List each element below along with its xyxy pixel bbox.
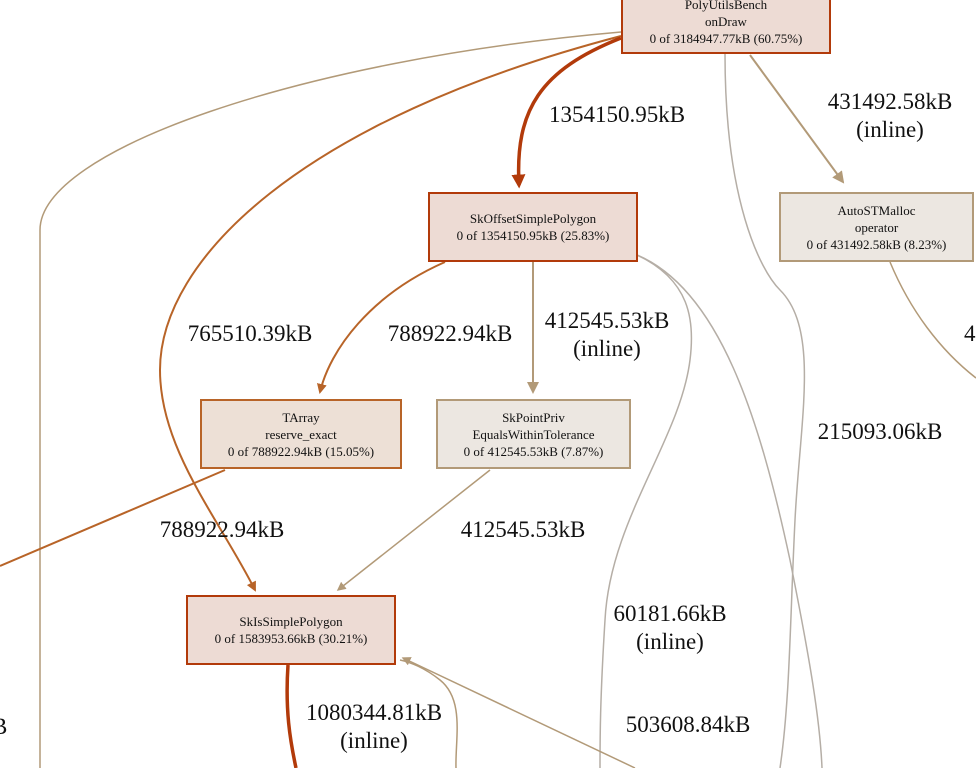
node-ondraw[interactable]: PolyUtilsBench onDraw 0 of 3184947.77kB … [621, 0, 831, 54]
node-pointpriv-name: SkPointPriv [502, 409, 565, 425]
edge-label-offset-down: 60181.66kB(inline) [613, 601, 727, 654]
node-tarray-name: TArray [282, 409, 320, 425]
edge-malloc-right [889, 261, 976, 379]
node-malloc-name: AutoSTMalloc [837, 202, 916, 218]
node-autostmalloc[interactable]: AutoSTMalloc operator 0 of 431492.58kB (… [779, 192, 974, 262]
edge-ondraw-offset [511, 36, 622, 189]
edge-label-ondraw-down: 215093.06kB [817, 419, 943, 444]
node-offset-stats: 0 of 1354150.95kB (25.83%) [456, 228, 610, 243]
node-tarray[interactable]: TArray reserve_exact 0 of 788922.94kB (1… [200, 399, 402, 469]
edge-tarray-left [0, 469, 226, 567]
edge-label-into-issimple: 503608.84kB [625, 712, 751, 737]
edge-label-issimple-down: 1080344.81kB(inline) [305, 700, 443, 753]
node-malloc-func: operator [854, 219, 899, 235]
edge-label-ondraw-offset: 1354150.95kB [548, 102, 686, 127]
edge-ondraw-issimple [158, 35, 622, 592]
edge-label-offset-tarray: 788922.94kB [387, 321, 513, 346]
edge-label-left-partial: B [0, 713, 7, 741]
node-ondraw-name: PolyUtilsBench [684, 0, 768, 12]
edge-offset-down [599, 254, 693, 768]
node-skoffsetsimplepolygon[interactable]: SkOffsetSimplePolygon 0 of 1354150.95kB … [428, 192, 638, 262]
edge-label-ondraw-issimple: 765510.39kB [187, 321, 313, 346]
node-tarray-stats: 0 of 788922.94kB (15.05%) [227, 443, 375, 459]
node-pointpriv-stats: 0 of 412545.53kB (7.87%) [463, 443, 604, 459]
node-ondraw-stats: 0 of 3184947.77kB (60.75%) [649, 30, 803, 46]
node-ondraw-func: onDraw [705, 13, 747, 29]
node-skissimplepolygon[interactable]: SkIsSimplePolygon 0 of 1583953.66kB (30.… [186, 595, 396, 665]
node-malloc-stats: 0 of 431492.58kB (8.23%) [806, 236, 947, 252]
edge-label-tarray-left: 788922.94kB [159, 517, 285, 542]
node-offset-name: SkOffsetSimplePolygon [469, 211, 597, 226]
edge-issimple-down [285, 664, 298, 768]
node-tarray-func: reserve_exact [265, 426, 337, 442]
edge-label-malloc-right: 4 [964, 321, 976, 346]
node-skpointpriv[interactable]: SkPointPriv EqualsWithinTolerance 0 of 4… [436, 399, 631, 469]
node-pointpriv-func: EqualsWithinTolerance [472, 426, 595, 442]
edge-pointpriv-issimple [336, 469, 491, 591]
edge-label-pointpriv-issimple: 412545.53kB [460, 517, 586, 542]
node-issimple-stats: 0 of 1583953.66kB (30.21%) [214, 631, 368, 646]
edge-ondraw-left [39, 31, 622, 768]
edge-offset-right [636, 254, 823, 768]
edge-offset-tarray [316, 261, 446, 394]
edge-ondraw-malloc [749, 54, 845, 184]
edge-label-offset-pointpriv: 412545.53kB(inline) [544, 308, 670, 361]
node-issimple-name: SkIsSimplePolygon [239, 614, 343, 629]
edge-into-issimple [401, 657, 636, 768]
edge-into-issimple-2 [399, 659, 458, 768]
edge-label-ondraw-malloc: 431492.58kB(inline) [827, 89, 953, 142]
edge-ondraw-down [724, 53, 806, 768]
